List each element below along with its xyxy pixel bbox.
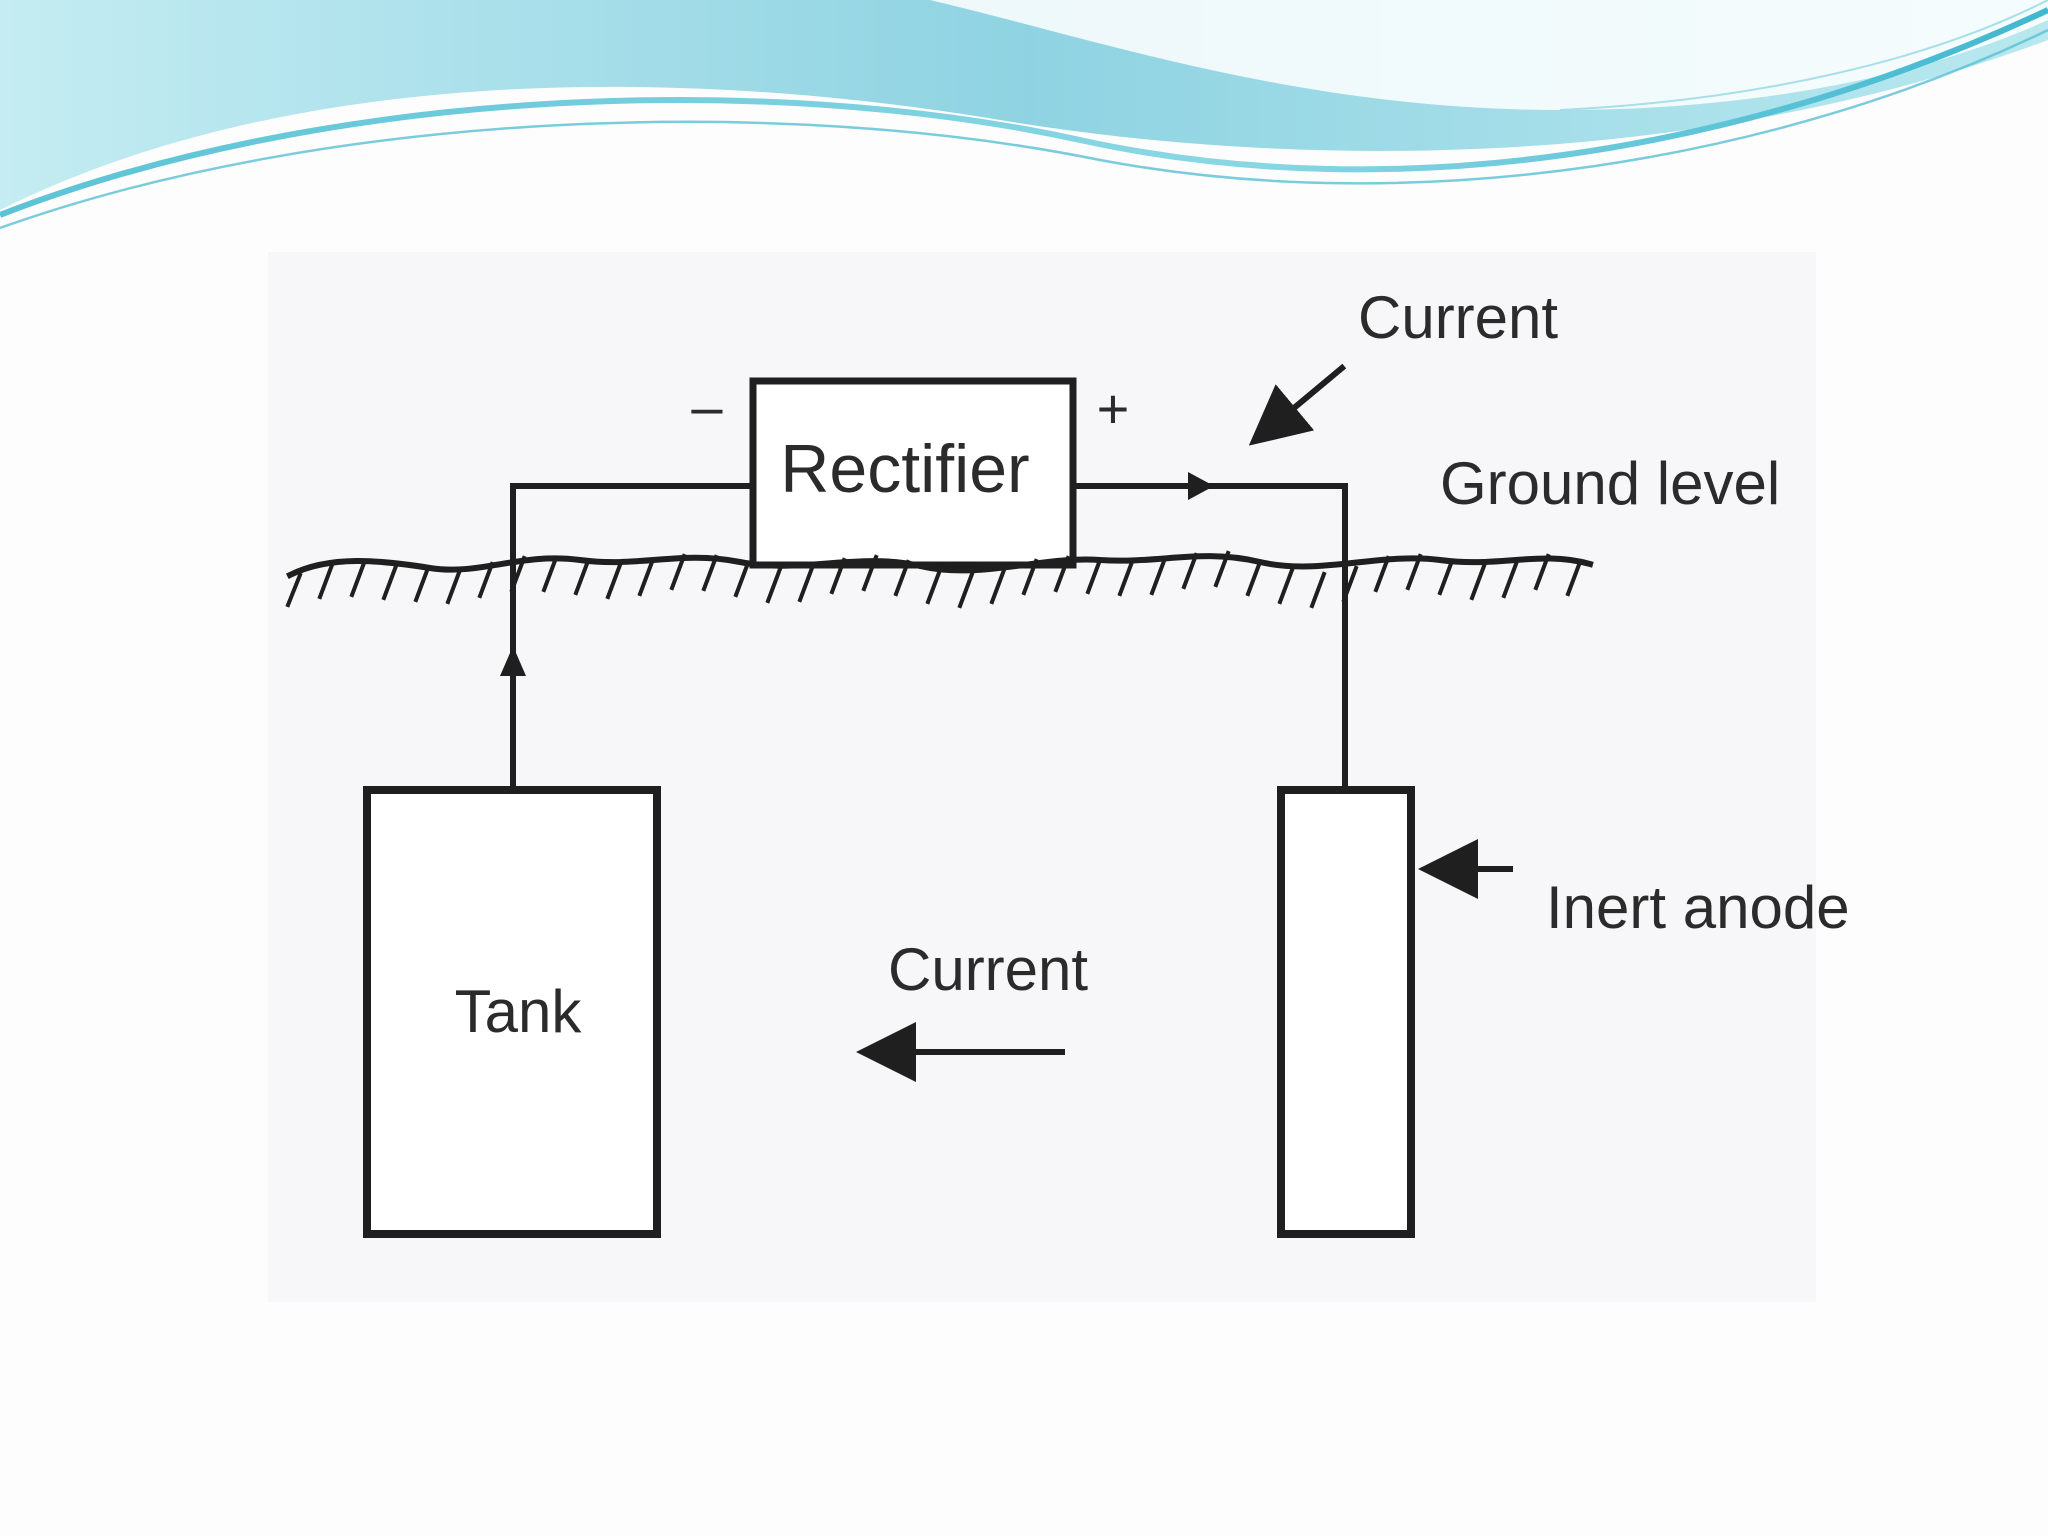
current-top-arrow-icon <box>1248 363 1347 446</box>
rectifier-box <box>749 377 1077 569</box>
inert-anode-label: Inert anode <box>1546 874 1850 941</box>
ground-surface-line <box>285 553 1594 580</box>
current-top-label: Current <box>1358 284 1558 351</box>
wire-positive <box>1070 483 1348 793</box>
wave-line-1 <box>0 7 2048 218</box>
wave-line-2 <box>0 28 2048 230</box>
rectifier-label: Rectifier <box>780 431 1029 507</box>
ground-hatching <box>285 550 1583 609</box>
current-bottom-label: Current <box>888 936 1088 1003</box>
wire-negative <box>510 483 756 795</box>
plus-terminal-label: + <box>1097 377 1130 440</box>
cathodic-protection-diagram <box>285 363 1594 1238</box>
wave-band-front <box>0 0 2048 110</box>
inert-anode-box <box>1277 786 1415 1238</box>
wave-header <box>0 0 2048 230</box>
positive-wire-arrow-icon <box>1188 472 1214 500</box>
tank-riser-arrow-icon <box>500 646 526 676</box>
wave-line-3 <box>1559 0 2048 111</box>
ground-level-label: Ground level <box>1440 450 1780 517</box>
minus-terminal-label: – <box>691 375 723 438</box>
tank-box <box>363 786 661 1238</box>
tank-label: Tank <box>455 978 583 1045</box>
